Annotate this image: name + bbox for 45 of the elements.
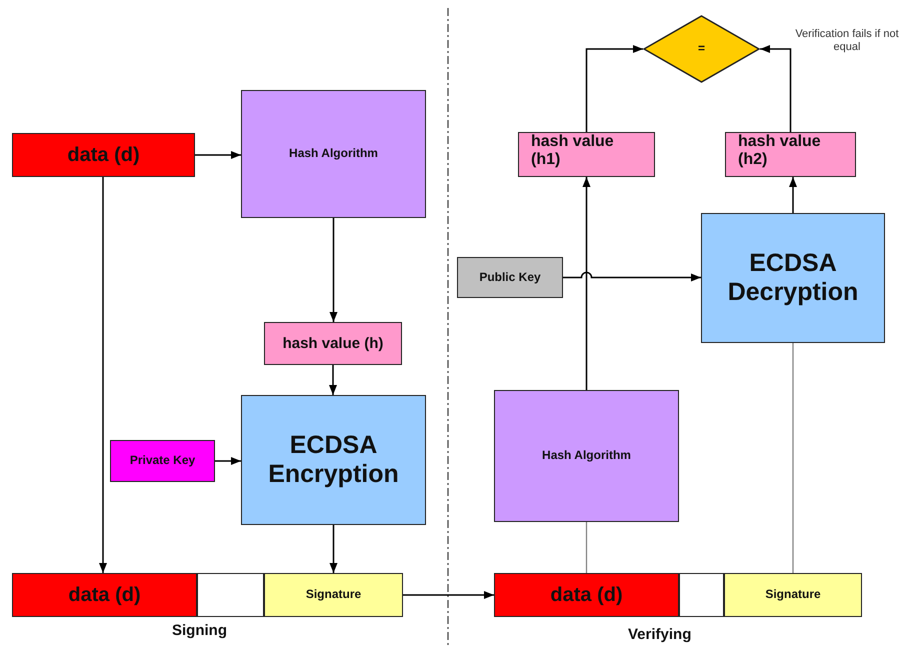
value-box: [518, 132, 655, 177]
node-label: Signature: [306, 588, 362, 602]
node-label: data (d): [550, 584, 623, 606]
node-label: data (d): [68, 584, 141, 606]
section-caption: Verifying: [628, 626, 692, 643]
arrow: [99, 177, 107, 573]
section-caption: Signing: [172, 622, 227, 639]
node-label: Public Key: [479, 270, 541, 284]
key-box: [110, 440, 215, 482]
node-label: ECDSA Decryption: [726, 249, 860, 307]
node-label: Signature: [765, 588, 821, 602]
arrow: [789, 177, 797, 213]
signature-block: [724, 573, 862, 617]
process-box: [241, 395, 426, 525]
note-text: Verification fails if not equal: [794, 28, 900, 54]
arrow: [403, 591, 494, 599]
arrow: [582, 177, 590, 390]
process-box: [701, 213, 885, 343]
arrow: [195, 151, 241, 159]
node-label: Hash Algorithm: [542, 449, 631, 463]
value-box: [264, 322, 402, 365]
arrow: [586, 45, 643, 132]
data-block: [494, 573, 679, 617]
node-label: hash value (h2): [738, 133, 822, 170]
process-box: [494, 390, 679, 522]
signature-block: [264, 573, 403, 617]
key-box: [457, 257, 563, 298]
arrow: [215, 457, 241, 465]
value-box: [725, 132, 856, 177]
decision-diamond: [643, 15, 760, 83]
node-label: hash value (h): [282, 334, 384, 352]
node-label: Hash Algorithm: [289, 147, 378, 161]
arrow: [329, 365, 337, 395]
node-label: ECDSA Encryption: [267, 431, 400, 489]
arrow: [760, 45, 792, 132]
process-box: [241, 90, 426, 218]
data-block: [12, 573, 197, 617]
arrow: [563, 272, 701, 282]
node-label: data (d): [67, 144, 140, 166]
data-block: [12, 133, 195, 177]
node-label: hash value (h1): [531, 133, 615, 170]
arrow: [330, 218, 338, 322]
node-label: =: [698, 42, 705, 56]
node-label: Private Key: [130, 454, 196, 468]
arrow: [330, 525, 338, 573]
